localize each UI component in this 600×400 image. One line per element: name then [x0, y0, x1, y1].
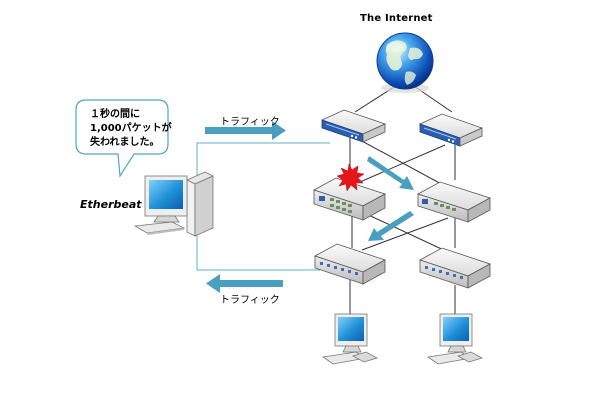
traffic-arrows: [205, 121, 414, 293]
traffic-link-out: [196, 142, 330, 232]
traffic-label-bottom: トラフィック: [220, 295, 280, 306]
speech-bubble: [75, 99, 169, 178]
router-left: [320, 109, 387, 143]
traffic-arrow-right: [205, 121, 286, 140]
hub-right: [419, 247, 491, 289]
etherbeat-label: Etherbeat: [80, 198, 142, 211]
traffic-arrow-left: [206, 274, 283, 293]
pc-left-icon: [321, 313, 379, 365]
traffic-link-in: [196, 232, 320, 271]
switch-right: [416, 181, 492, 223]
pc-right-icon: [426, 313, 484, 365]
speech-bubble-text: １秒の間に 1,000パケットが 失われました。: [90, 108, 172, 150]
packet-loss-burst-icon: [336, 163, 365, 192]
network-links: [349, 79, 456, 318]
link-router-right-switch-left: [359, 144, 446, 183]
hub-left: [314, 243, 386, 285]
internet-label: The Internet: [360, 13, 433, 24]
bubble-line: １秒の間に: [90, 109, 140, 120]
traffic-label-top: トラフィック: [220, 117, 280, 128]
router-right: [418, 113, 484, 147]
link-switch-left-hub-right: [361, 211, 449, 253]
traffic-path: [196, 142, 330, 271]
traffic-arrow-diagonal-back: [368, 211, 414, 241]
etherbeat-pc-icon: [133, 171, 214, 237]
bubble-line: 失われました。: [90, 137, 160, 148]
bubble-line: 1,000パケットが: [90, 123, 172, 134]
traffic-arrow-diagonal-down: [367, 156, 414, 190]
internet-globe-icon: [376, 32, 434, 93]
switch-left: [312, 177, 387, 221]
link-switch-right-hub-left: [361, 217, 449, 251]
